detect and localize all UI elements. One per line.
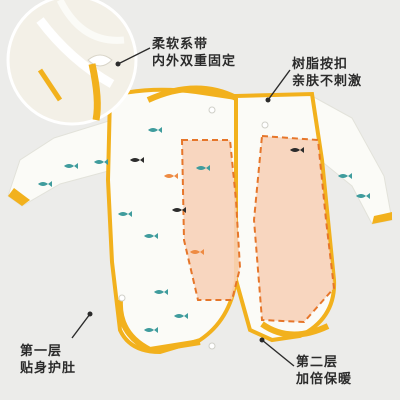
callout-layer1: 第一层 贴身护肚 bbox=[20, 343, 76, 377]
leg-trim-left bbox=[116, 299, 201, 354]
callout-layer1-line1: 第一层 bbox=[20, 344, 63, 359]
layer1-dashed-outline bbox=[180, 139, 242, 301]
leg-trim-right bbox=[260, 321, 330, 338]
left-cuff bbox=[8, 188, 30, 206]
callout-layer2-line2: 加倍保暖 bbox=[296, 372, 353, 387]
right-cuff bbox=[372, 212, 392, 224]
callout-ties-line1: 柔软系带 bbox=[152, 37, 209, 52]
neckline-trim bbox=[146, 85, 238, 103]
callout-layer2-line1: 第二层 bbox=[296, 355, 339, 370]
callout-ties-line2: 内外双重固定 bbox=[152, 54, 237, 69]
inner-layer-right bbox=[254, 136, 334, 322]
callout-layer1-line2: 贴身护肚 bbox=[20, 361, 77, 376]
callout-dots bbox=[87, 61, 271, 343]
snap-buttons bbox=[118, 106, 269, 350]
callout-leaders bbox=[71, 47, 295, 367]
callout-snap-line2: 亲肤不刺激 bbox=[292, 74, 363, 89]
callout-layer2: 第二层 加倍保暖 bbox=[296, 354, 352, 388]
tie-detail-inset bbox=[6, 0, 138, 126]
callout-snap: 树脂按扣 亲肤不刺激 bbox=[292, 56, 362, 90]
inner-layer-left bbox=[182, 140, 240, 300]
callout-snap-line1: 树脂按扣 bbox=[292, 57, 349, 72]
callout-ties: 柔软系带 内外双重固定 bbox=[152, 36, 236, 70]
